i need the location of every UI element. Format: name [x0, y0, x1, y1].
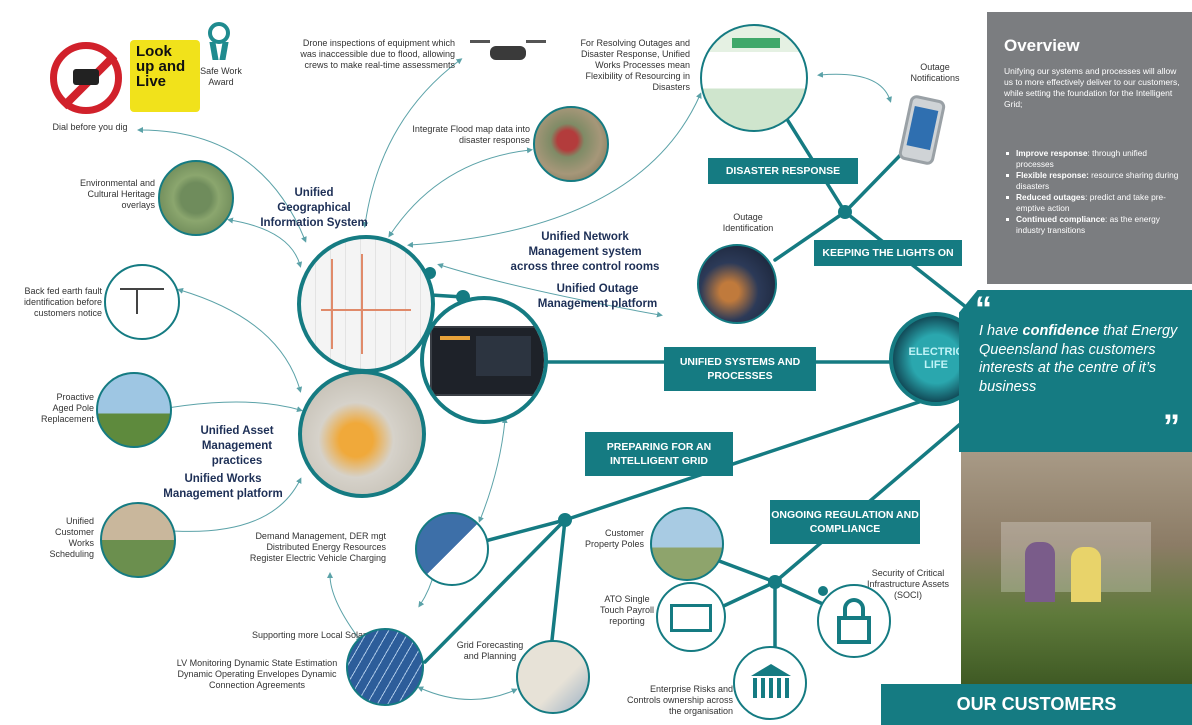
local-solar-label: Supporting more Local Solar — [251, 630, 367, 640]
environmental-overlay-image — [158, 160, 234, 236]
quote-text: I have confidence that Energy Queensland… — [979, 323, 1178, 395]
unified-network-label: Unified Network Management system across… — [510, 231, 660, 273]
demand-management-label: Demand Management, DER mgt Distributed E… — [249, 531, 386, 563]
unified-gis-label: Unified Geographical Information System — [260, 187, 368, 229]
drone-image — [468, 32, 548, 72]
overview-bullet: Flexible response: resource sharing duri… — [1004, 170, 1184, 192]
overview-bullet: Reduced outages: predict and take pre-em… — [1004, 192, 1184, 214]
flood-map-image — [533, 106, 609, 182]
safe-work-award-label: Safe Work Award — [200, 66, 242, 87]
padlock-icon — [817, 584, 891, 658]
bank-building-icon — [733, 646, 807, 720]
ato-payroll-label: ATO Single Touch Payroll reporting — [599, 594, 655, 626]
gis-map-circle — [297, 235, 435, 373]
grid-forecasting-label: Grid Forecasting and Planning — [456, 640, 524, 661]
overview-bullet: Continued compliance: as the energy indu… — [1004, 214, 1184, 236]
customers-photo — [961, 452, 1192, 684]
outage-identification-label: Outage Identification — [722, 212, 774, 233]
overview-intro: Unifying our systems and processes will … — [1004, 66, 1180, 109]
keeping-lights-on-banner: KEEPING THE LIGHTS ON — [814, 240, 962, 266]
award-ribbon-icon — [207, 22, 233, 62]
unified-works-label: Unified Works Management platform — [163, 473, 283, 500]
aged-pole-label: Proactive Aged Pole Replacement — [40, 392, 94, 424]
our-customers-banner: OUR CUSTOMERS — [881, 684, 1192, 725]
solar-house-image — [415, 512, 489, 586]
solar-panels-image — [346, 628, 424, 706]
lv-monitoring-label: LV Monitoring Dynamic State Estimation D… — [176, 658, 338, 690]
environmental-heritage-label: Environmental and Cultural Heritage over… — [79, 178, 155, 210]
outage-notifications-label: Outage Notifications — [910, 62, 960, 83]
unified-outage-label: Unified Outage Management platform — [537, 283, 658, 310]
overview-bullet-list: Improve response: through unified proces… — [1004, 148, 1184, 236]
customer-works-scheduling-label: Unified Customer Works Scheduling — [49, 516, 94, 559]
customer-property-poles-label: Customer Property Poles — [584, 528, 644, 549]
regulation-compliance-banner: ONGOING REGULATION AND COMPLIANCE — [770, 500, 920, 544]
outage-identification-image — [697, 244, 777, 324]
look-up-and-live-logo: Look up and Live — [130, 40, 200, 112]
electric-life-logo: ELECTRIC LIFE — [908, 346, 964, 371]
open-quote-mark: “ — [975, 290, 992, 328]
control-room-monitor-circle — [420, 296, 548, 424]
drone-inspections-label: Drone inspections of equipment which was… — [300, 38, 455, 70]
overview-panel: Overview Unifying our systems and proces… — [987, 12, 1192, 284]
intelligent-grid-banner: PREPARING FOR AN INTELLIGENT GRID — [585, 432, 733, 476]
resolving-outages-label: For Resolving Outages and Disaster Respo… — [580, 38, 690, 92]
unified-asset-label: Unified Asset Management practices — [200, 425, 274, 467]
aged-pole-image — [96, 372, 172, 448]
backfed-fault-image — [104, 264, 180, 340]
customer-quote-panel: “ I have confidence that Energy Queensla… — [959, 290, 1192, 452]
unified-systems-banner: UNIFIED SYSTEMS AND PROCESSES — [664, 347, 816, 391]
grid-planning-image — [516, 640, 590, 714]
property-pole-image — [650, 507, 724, 581]
backfed-earth-fault-label: Back fed earth fault identification befo… — [23, 286, 102, 318]
dial-before-you-dig-label: Dial before you dig — [52, 122, 128, 132]
no-dig-icon — [50, 42, 122, 114]
customer-scheduling-image — [100, 502, 176, 578]
disaster-response-banner: DISASTER RESPONSE — [708, 158, 858, 184]
asset-worker-circle — [298, 370, 426, 498]
close-quote-mark: ” — [1163, 408, 1180, 446]
envelope-icon — [656, 582, 726, 652]
soci-label: Security of Critical Infrastructure Asse… — [866, 568, 950, 600]
enterprise-risks-label: Enterprise Risks and Controls ownership … — [626, 684, 733, 716]
overview-bullet: Improve response: through unified proces… — [1004, 148, 1184, 170]
outage-app-screenshot — [700, 24, 808, 132]
flood-map-label: Integrate Flood map data into disaster r… — [412, 124, 530, 145]
overview-title: Overview — [1004, 36, 1080, 55]
